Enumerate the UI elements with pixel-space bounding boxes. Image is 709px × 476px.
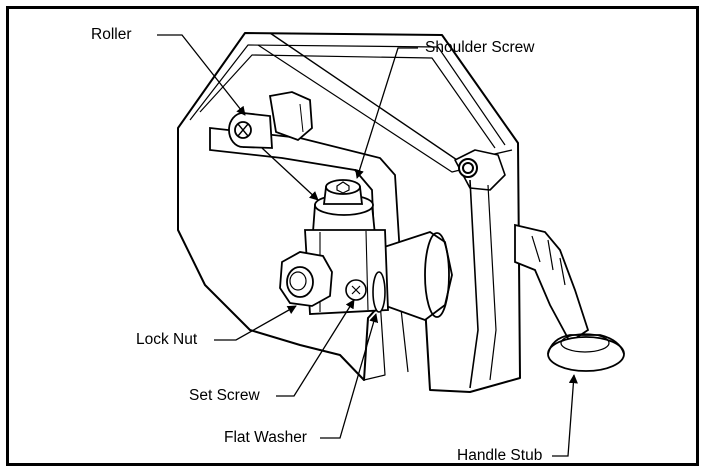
lock-nut-label: Lock Nut bbox=[136, 331, 198, 348]
shoulder-screw-leader bbox=[355, 47, 418, 179]
roller-leader bbox=[157, 34, 246, 116]
flat-washer-label: Flat Washer bbox=[224, 429, 307, 446]
roller bbox=[228, 112, 273, 149]
lock-nut-leader bbox=[214, 305, 297, 341]
handle-stub-label: Handle Stub bbox=[457, 447, 543, 464]
lock-nut bbox=[279, 251, 333, 307]
roller-label: Roller bbox=[91, 26, 132, 43]
set-screw-label: Set Screw bbox=[189, 387, 260, 404]
handle-stub bbox=[514, 223, 625, 372]
set-screw bbox=[345, 279, 367, 301]
set-screw-leader bbox=[276, 299, 355, 397]
shoulder-screw-label: Shoulder Screw bbox=[425, 39, 535, 56]
flat-washer-leader bbox=[320, 313, 379, 439]
leader-lines bbox=[157, 34, 578, 457]
handle-stub-leader bbox=[552, 374, 578, 457]
roller-leader-2 bbox=[261, 147, 319, 201]
flat-washer bbox=[372, 271, 386, 313]
